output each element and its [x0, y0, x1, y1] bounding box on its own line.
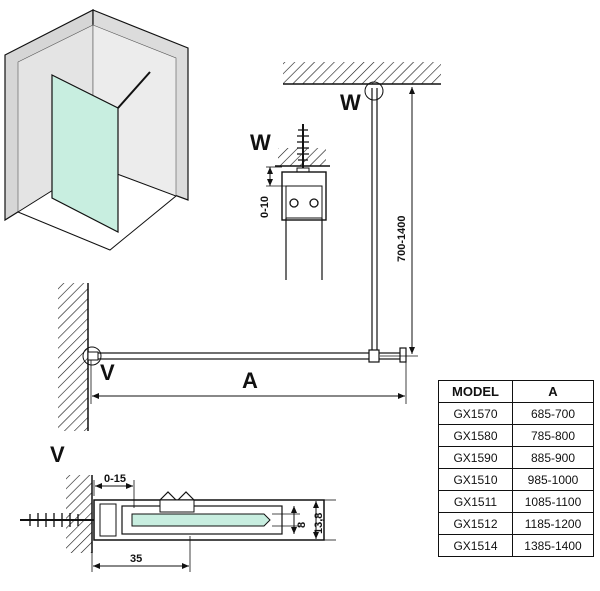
cell-a: 885-900: [512, 446, 594, 469]
cell-a: 985-1000: [512, 468, 594, 491]
table-header-row: MODEL A: [438, 380, 594, 403]
w-label-top: W: [340, 90, 361, 115]
iso-support-bar: [117, 71, 151, 109]
a-dim-label: A: [242, 368, 258, 393]
cell-model: GX1510: [438, 468, 513, 491]
iso-glass-panel: [51, 74, 119, 233]
cell-a: 1185-1200: [512, 512, 594, 535]
v-h2-dim-label: 13,8: [313, 513, 325, 534]
header-a: A: [512, 380, 594, 403]
plan-view: [82, 81, 407, 366]
a-dimension: A: [90, 360, 407, 404]
w-gap-dim-label: 0-10: [259, 196, 271, 218]
cell-model: GX1511: [438, 490, 513, 513]
glass-edge: [131, 513, 271, 527]
cell-a: 685-700: [512, 402, 594, 425]
v-width-dim-label: 35: [130, 553, 142, 565]
detail-w: W 0-10: [250, 124, 330, 280]
v-gap-dim-label: 0-15: [104, 473, 126, 485]
cell-a: 1385-1400: [512, 534, 594, 557]
v-label-detail: V: [50, 442, 65, 467]
w-label-detail: W: [250, 130, 271, 155]
cell-a: 785-800: [512, 424, 594, 447]
cell-model: GX1590: [438, 446, 513, 469]
cell-a: 1085-1100: [512, 490, 594, 513]
detail-circle-v: [82, 346, 102, 366]
v-h1-dim-label: 8: [296, 522, 308, 528]
height-dim-label: 700-1400: [396, 216, 408, 263]
cell-model: GX1512: [438, 512, 513, 535]
glass-plan: [89, 352, 403, 360]
header-model: MODEL: [438, 380, 513, 403]
cell-model: GX1514: [438, 534, 513, 557]
detail-circle-w: [364, 81, 384, 101]
anchor-screw-icon: [20, 513, 100, 527]
detail-v: V 0-15 35 8 13,8: [20, 442, 336, 572]
ceiling: [283, 62, 441, 85]
iso-view: [4, 9, 189, 251]
cell-model: GX1570: [438, 402, 513, 425]
cell-model: GX1580: [438, 424, 513, 447]
height-dimension: 700-1400: [380, 87, 418, 357]
screw-icon: [296, 124, 310, 175]
v-label-main: V: [100, 360, 115, 385]
